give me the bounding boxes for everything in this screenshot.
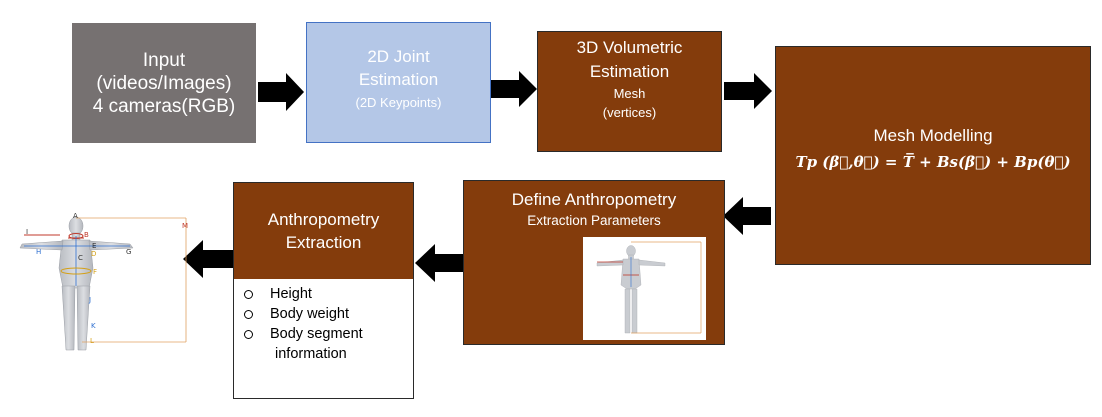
anthropometry-extraction-box: Anthropometry Extraction (233, 182, 414, 280)
list-item: information (275, 346, 347, 362)
figure-label: I (26, 228, 28, 236)
volumetric-estimation-box: 3D Volumetric Estimation Mesh (vertices) (537, 31, 722, 152)
joint-line1: 2D Joint (367, 47, 430, 66)
volumetric-line1: 3D Volumetric (576, 38, 683, 57)
arrow-left-3 (183, 240, 233, 278)
bullet-icon (244, 310, 253, 319)
bullet-icon (244, 330, 253, 339)
arrow-right-3 (724, 73, 772, 109)
figure-label: K (91, 322, 96, 330)
extraction-line2: Extraction (285, 233, 362, 252)
figure-label: M (182, 222, 188, 230)
figure-label: B (84, 231, 89, 239)
arrow-left-1 (723, 197, 771, 235)
joint-sub: (2D Keypoints) (355, 95, 442, 110)
figure-label: J (88, 296, 91, 304)
large-mannequin-figure: A B C D E F G H I J K L M (10, 210, 195, 365)
volumetric-sub2: (vertices) (602, 105, 657, 120)
extraction-list-panel: Height Body weight Body segment informat… (233, 279, 414, 399)
arrow-right-2 (491, 71, 537, 107)
figure-label: A (73, 212, 78, 220)
input-line2: (videos/Images) (96, 72, 232, 94)
input-line1: Input (142, 49, 186, 71)
small-mannequin-image (583, 237, 706, 340)
list-item: Body segment (240, 324, 413, 344)
define-sub: Extraction Parameters (527, 213, 661, 228)
bullet-icon (244, 290, 253, 299)
mesh-title: Mesh Modelling (873, 125, 993, 145)
figure-label: E (92, 242, 96, 250)
arrow-right-1 (258, 73, 304, 111)
mesh-modelling-box: Mesh Modelling Tp (β⃗,θ⃗) = T̅ + Bs(β⃗) … (775, 46, 1091, 265)
figure-label: G (126, 248, 131, 256)
extraction-list: Height Body weight Body segment informat… (240, 284, 413, 364)
volumetric-sub1: Mesh (613, 86, 646, 101)
extraction-line1: Anthropometry (267, 210, 380, 229)
define-title: Define Anthropometry (511, 190, 677, 209)
mesh-formula: Tp (β⃗,θ⃗) = T̅ + Bs(β⃗) + Bp(θ⃗) (795, 152, 1071, 171)
list-item: Height (240, 284, 413, 304)
arrow-left-2 (415, 244, 463, 282)
volumetric-line2: Estimation (589, 62, 670, 81)
figure-label: H (36, 248, 41, 256)
figure-label: C (78, 254, 83, 262)
joint-estimation-box: 2D Joint Estimation (2D Keypoints) (306, 22, 491, 143)
figure-label: L (90, 337, 94, 345)
input-line3: 4 cameras(RGB) (92, 95, 236, 117)
input-box: Input (videos/Images) 4 cameras(RGB) (72, 23, 256, 143)
figure-label: F (93, 268, 97, 276)
figure-label: D (91, 250, 96, 258)
joint-line2: Estimation (358, 70, 439, 89)
list-item: Body weight (240, 304, 413, 324)
